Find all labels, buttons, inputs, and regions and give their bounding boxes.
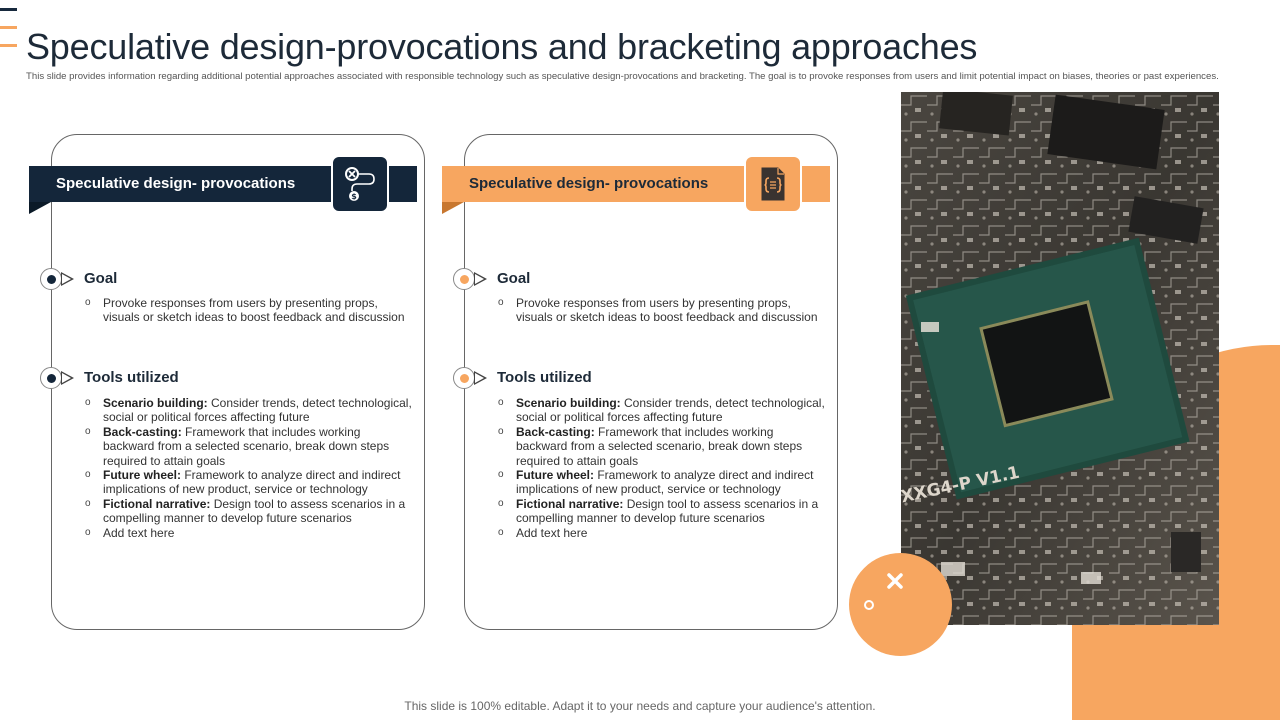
play-arrow-icon	[474, 371, 487, 385]
strategy-path-icon: $	[331, 155, 389, 213]
goal-list: Provoke responses from users by presenti…	[83, 296, 413, 325]
list-item: Scenario building: Consider trends, dete…	[83, 396, 413, 425]
tools-list: Scenario building: Consider trends, dete…	[83, 396, 413, 540]
goal-heading: Goal	[84, 270, 118, 287]
play-arrow-icon	[61, 272, 74, 286]
tools-marker	[40, 367, 62, 389]
tools-heading: Tools utilized	[497, 369, 592, 386]
list-item: Back-casting: Framework that includes wo…	[83, 425, 413, 468]
list-item: Scenario building: Consider trends, dete…	[496, 396, 826, 425]
banner-fold	[29, 202, 51, 214]
card-heading: Speculative design- provocations	[56, 175, 296, 192]
list-item: Fictional narrative: Design tool to asse…	[496, 497, 826, 526]
list-item: Future wheel: Framework to analyze direc…	[496, 468, 826, 497]
list-item: Back-casting: Framework that includes wo…	[496, 425, 826, 468]
list-item: Fictional narrative: Design tool to asse…	[83, 497, 413, 526]
goal-marker	[453, 268, 475, 290]
card-heading: Speculative design- provocations	[469, 175, 709, 192]
banner-fold	[442, 202, 464, 214]
goal-marker	[40, 268, 62, 290]
list-item: Add text here	[496, 526, 826, 541]
tools-heading: Tools utilized	[84, 369, 179, 386]
code-file-icon	[744, 155, 802, 213]
play-arrow-icon	[474, 272, 487, 286]
slide-title: Speculative design-provocations and brac…	[26, 26, 978, 67]
approach-card	[51, 134, 425, 630]
slide-subtitle: This slide provides information regardin…	[26, 71, 1219, 82]
tools-list: Scenario building: Consider trends, dete…	[496, 396, 826, 540]
goal-list: Provoke responses from users by presenti…	[496, 296, 826, 325]
corner-accent-bar	[0, 26, 17, 29]
list-item: Future wheel: Framework to analyze direc…	[83, 468, 413, 497]
list-item: Provoke responses from users by presenti…	[83, 296, 413, 325]
play-arrow-icon	[61, 371, 74, 385]
slide-footer: This slide is 100% editable. Adapt it to…	[404, 699, 876, 713]
circuit-board-photo: XXG4-P V1.1	[901, 92, 1219, 625]
list-item: Add text here	[83, 526, 413, 541]
list-item: Provoke responses from users by presenti…	[496, 296, 826, 325]
corner-accent-bar	[0, 8, 17, 11]
orange-decor-circle	[849, 553, 952, 656]
goal-heading: Goal	[497, 270, 531, 287]
svg-text:$: $	[351, 192, 357, 201]
tools-marker	[453, 367, 475, 389]
corner-accent-bar	[0, 44, 17, 47]
